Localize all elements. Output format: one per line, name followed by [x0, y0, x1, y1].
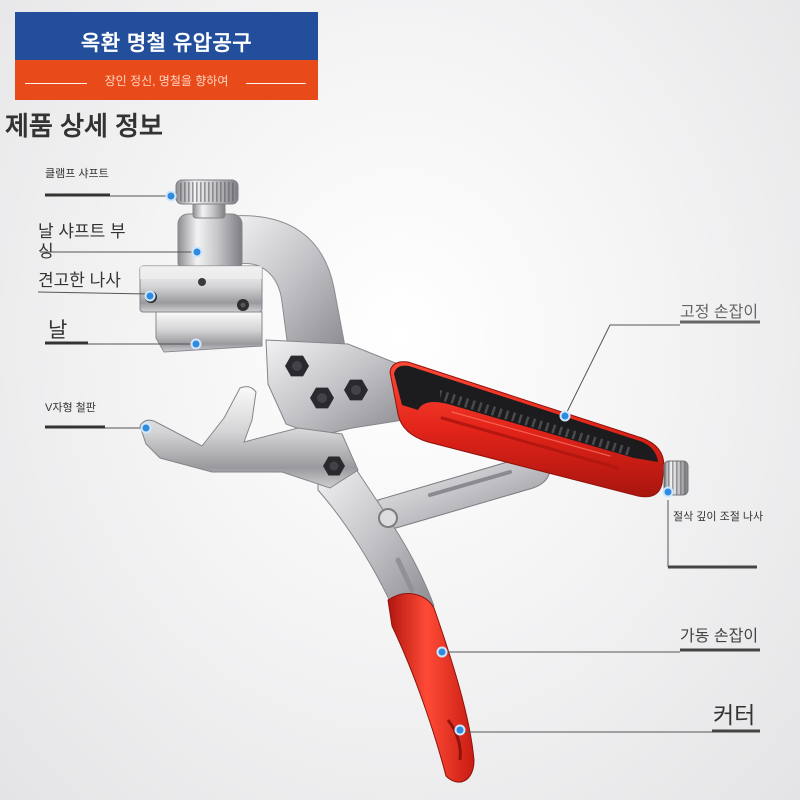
- page-title: 제품 상세 정보: [5, 111, 163, 141]
- movable-handle-grip: [387, 593, 475, 783]
- lower-jaw-v-plate: [139, 386, 359, 489]
- label-fixed-handle: 고정 손잡이: [680, 304, 759, 321]
- fixed-handle: [389, 361, 665, 498]
- dot-blade-shaft-bushing: [191, 246, 203, 258]
- label-blade-shaft-bushing-line2: 싱: [38, 242, 54, 261]
- label-blade-shaft-bushing-line1: 날 샤프트 부: [38, 222, 126, 241]
- label-cutter: 커터: [713, 702, 756, 728]
- main-plate: [265, 339, 405, 437]
- label-depth-adjust-screw: 절삭 깊이 조절 나사: [673, 511, 764, 523]
- slogan-divider-right: [246, 83, 306, 84]
- label-sturdy-screw: 견고한 나사: [38, 271, 121, 290]
- callout-dots: [140, 190, 674, 736]
- slogan-divider-left: [25, 83, 87, 84]
- label-clamp-shaft: 클램프 샤프트: [45, 168, 109, 180]
- hex-bolts: [285, 355, 368, 476]
- label-v-plate: V자형 철판: [45, 402, 96, 414]
- dot-depth-adjust-screw: [662, 486, 674, 498]
- depth-adjust-screw: [663, 460, 689, 496]
- label-blade: 날: [48, 319, 68, 342]
- blade-holder-block: [139, 265, 263, 313]
- dot-cutter: [454, 724, 466, 736]
- leader-lines: [37, 193, 760, 733]
- dot-sturdy-screw: [144, 290, 156, 302]
- dot-v-plate: [140, 422, 152, 434]
- blade-shape: [155, 311, 263, 353]
- brand-title: 옥환 명철 유압공구: [80, 32, 253, 55]
- brand-banner: 옥환 명철 유압공구: [15, 12, 318, 60]
- dot-blade: [190, 338, 202, 350]
- clamp-shaft-assembly: [175, 179, 243, 273]
- brand-slogan: 장인 정신, 명철을 향하여: [104, 74, 229, 88]
- label-movable-handle: 가동 손잡이: [680, 628, 759, 645]
- slogan-bar: 장인 정신, 명철을 향하여: [15, 60, 318, 100]
- movable-handle-frame: [317, 465, 435, 611]
- dot-movable-handle: [436, 646, 448, 658]
- dot-fixed-handle: [559, 410, 571, 422]
- dot-clamp-shaft: [165, 190, 177, 202]
